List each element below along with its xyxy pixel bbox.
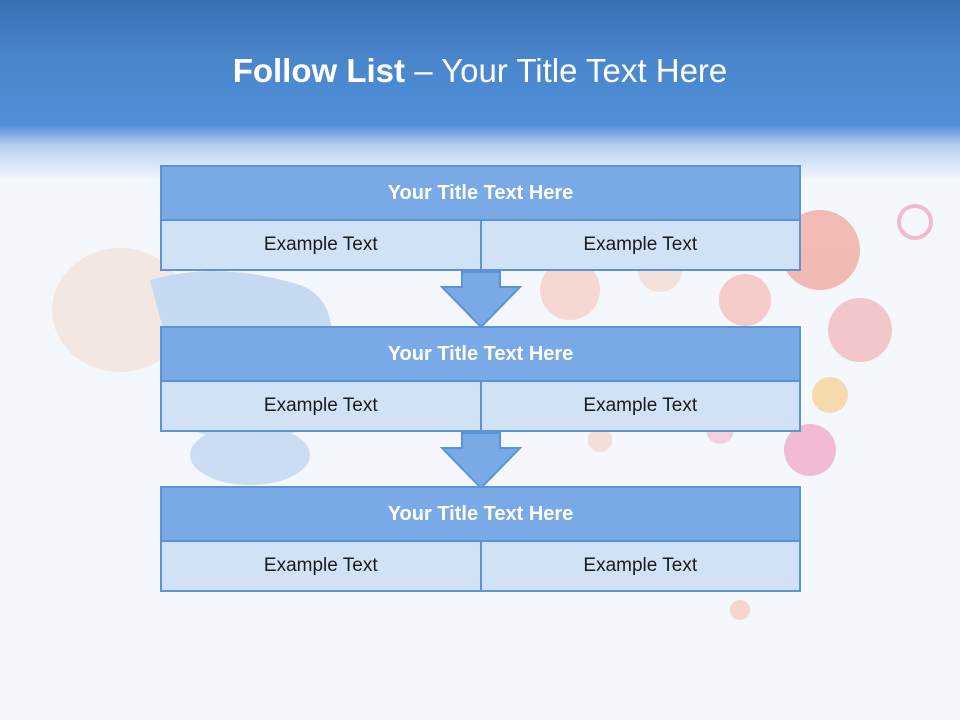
paint-splash-salmon [719,274,771,326]
paint-dot-mid [588,428,612,452]
child-arm-shape [190,425,310,485]
paint-splash-peach [540,260,600,320]
block-cell-right[interactable]: Example Text [481,221,801,271]
down-arrow-icon [440,271,522,329]
block-row: Example Text Example Text [160,542,801,592]
block-row: Example Text Example Text [160,382,801,432]
block-title[interactable]: Your Title Text Here [160,486,801,542]
list-block-3: Your Title Text Here Example Text Exampl… [160,486,801,592]
block-cell-right[interactable]: Example Text [481,542,801,592]
paint-swirl [897,204,933,240]
list-block-1: Your Title Text Here Example Text Exampl… [160,165,801,271]
list-block-2: Your Title Text Here Example Text Exampl… [160,326,801,432]
paint-splash-pink [828,298,892,362]
block-cell-left[interactable]: Example Text [160,382,482,432]
slide-title: Follow List – Your Title Text Here [0,52,960,90]
paint-splash-yellow [812,377,848,413]
header-band [0,0,960,180]
block-title[interactable]: Your Title Text Here [160,165,801,221]
block-cell-left[interactable]: Example Text [160,542,482,592]
block-title[interactable]: Your Title Text Here [160,326,801,382]
slide-title-rest: – Your Title Text Here [414,52,728,89]
block-cell-left[interactable]: Example Text [160,221,482,271]
paint-splash-magenta [784,424,836,476]
block-row: Example Text Example Text [160,221,801,271]
paint-dot-lower [730,600,750,620]
slide-title-bold: Follow List [232,52,415,89]
down-arrow-icon [440,432,522,490]
block-cell-right[interactable]: Example Text [481,382,801,432]
